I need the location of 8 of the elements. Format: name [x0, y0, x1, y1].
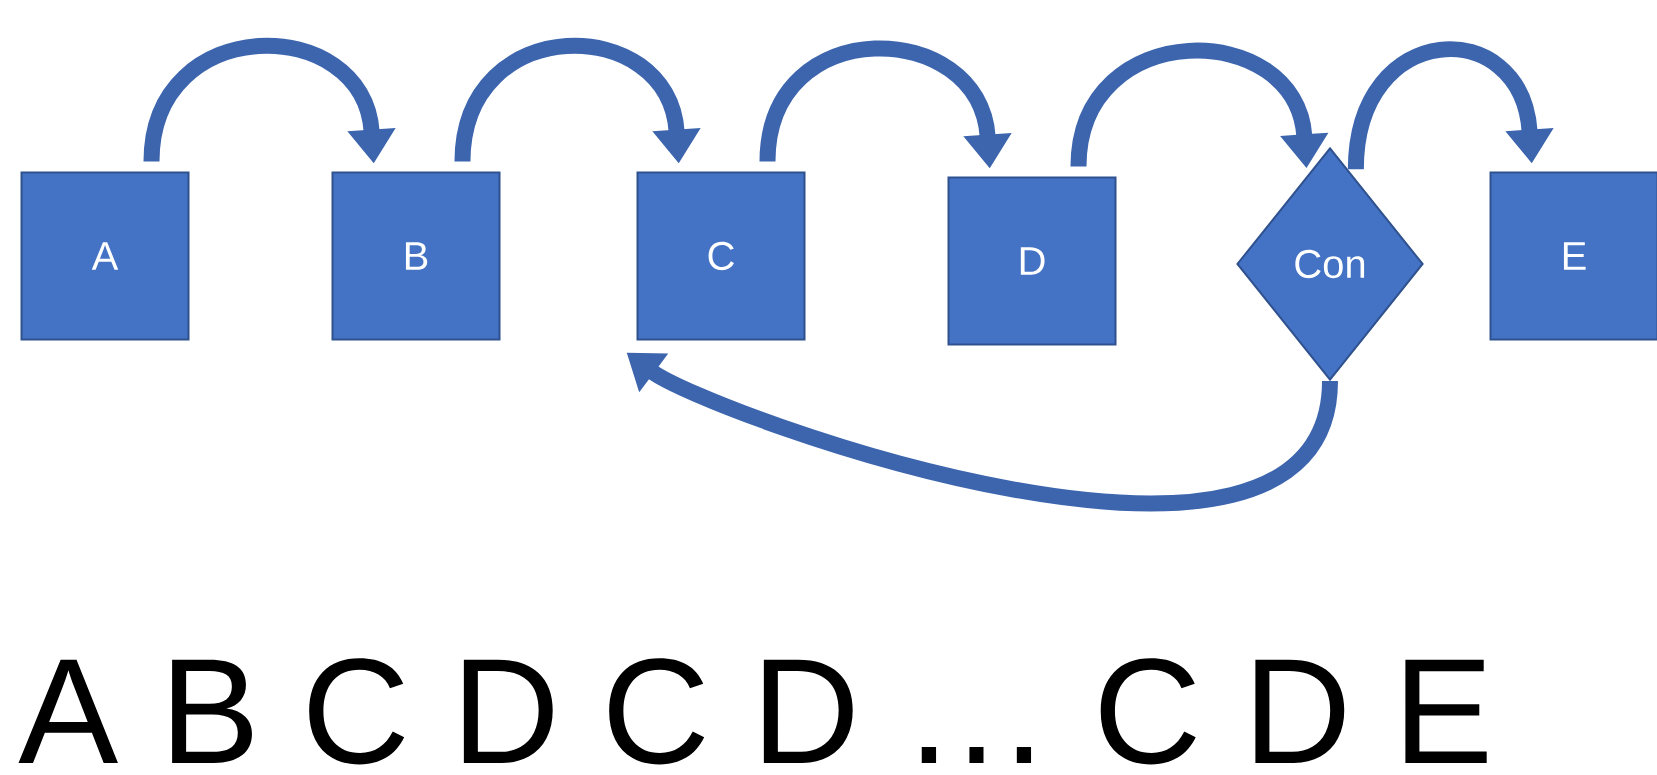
- arrow: [1347, 41, 1554, 170]
- process-box: C: [636, 171, 806, 341]
- arrow: [1070, 42, 1329, 168]
- sequence-text: A B C D C D … C D E: [18, 658, 1487, 765]
- process-box: A: [20, 171, 190, 341]
- process-box: B: [331, 171, 501, 341]
- process-box: E: [1489, 171, 1657, 341]
- process-box: D: [947, 176, 1117, 346]
